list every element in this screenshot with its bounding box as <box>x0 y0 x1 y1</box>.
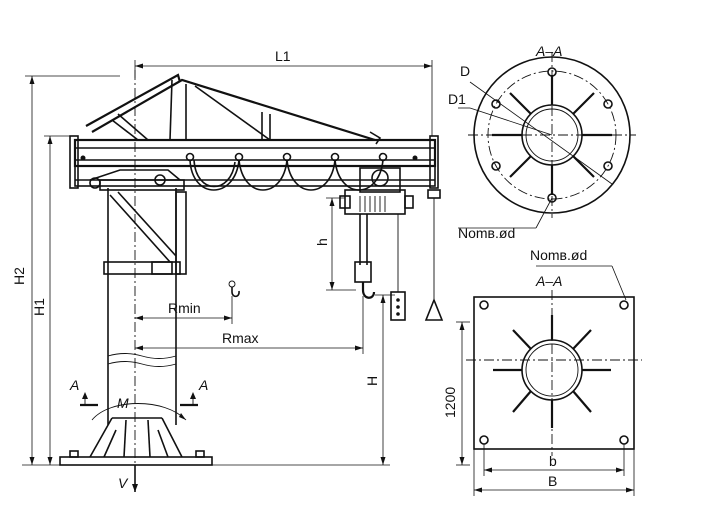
force-V: V <box>118 475 129 491</box>
section-square-plate: Nomв.ød A–A 1200 b <box>442 247 642 496</box>
crane-base <box>59 417 213 466</box>
section-title-bottom: A–A <box>535 273 562 289</box>
dim-H1: H1 <box>31 298 47 316</box>
moment-M: M <box>117 395 129 411</box>
dim-H: H <box>364 376 380 386</box>
dim-D: D <box>460 63 470 79</box>
section-mark-right: A <box>198 377 208 393</box>
dim-L1: L1 <box>275 48 291 64</box>
dimensions-side-view: L1 H2 H1 H h Rmin <box>11 48 433 492</box>
dim-1200: 1200 <box>442 387 458 418</box>
section-mark-left: A <box>69 377 79 393</box>
section-title-top: A–A <box>535 43 562 59</box>
dim-Rmax: Rmax <box>222 330 259 346</box>
hook-symbol <box>228 280 240 298</box>
section-round-flange: A–A D D1 Nomв.ød <box>448 43 636 241</box>
electric-hoist <box>339 167 444 321</box>
dim-h: h <box>314 238 330 246</box>
crane-column <box>99 70 187 470</box>
bolt-spec-top: Nomв.ød <box>458 225 515 241</box>
dim-B: B <box>548 473 557 489</box>
dim-Rmin: Rmin <box>168 300 201 316</box>
dim-H2: H2 <box>11 267 27 285</box>
bolt-spec-bottom: Nomв.ød <box>530 247 587 263</box>
festoon-cable <box>185 152 388 191</box>
dim-D1: D1 <box>448 91 466 107</box>
dim-b: b <box>549 453 557 469</box>
